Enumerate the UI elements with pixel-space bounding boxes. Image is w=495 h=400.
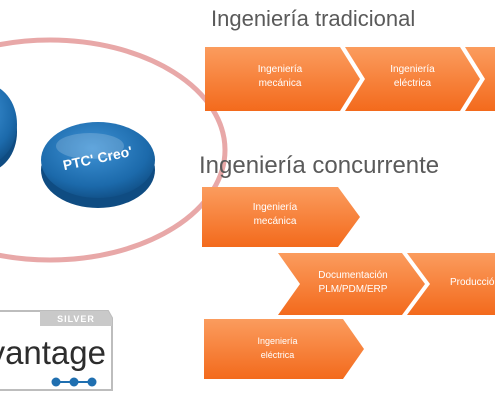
blue-disc-left: [0, 88, 17, 168]
conc-step-4: [204, 319, 364, 379]
concurrent-steps: [202, 187, 495, 379]
conc-step-1-label: Ingeniería mecánica: [252, 202, 298, 227]
conc-step-1: [202, 187, 360, 247]
conc-step-2-label: Documentación PLM/PDM/ERP: [318, 270, 388, 295]
badge-tier: SILVER: [57, 314, 95, 324]
trad-step-1-label: Ingeniería mecánica: [257, 64, 303, 89]
title-concurrent: Ingeniería concurrente: [199, 152, 440, 179]
connection-ring: [0, 37, 228, 263]
conc-step-3: [407, 253, 495, 315]
trad-step-2-label: Ingeniería eléctrica: [390, 64, 435, 89]
conc-step-2: [278, 253, 425, 315]
ptc-creo-disc: [41, 122, 155, 208]
traditional-steps: [205, 47, 495, 111]
trad-step-1: [205, 47, 360, 111]
badge-wordmark: vantage: [0, 334, 106, 371]
silver-badge: [0, 310, 113, 391]
title-traditional: Ingeniería tradicional: [211, 6, 416, 31]
trad-step-2: [345, 47, 480, 111]
conc-step-4-label: Ingeniería eléctrica: [257, 336, 298, 360]
trad-step-3: [465, 47, 495, 111]
conc-step-3-label: Producción: [450, 277, 495, 288]
